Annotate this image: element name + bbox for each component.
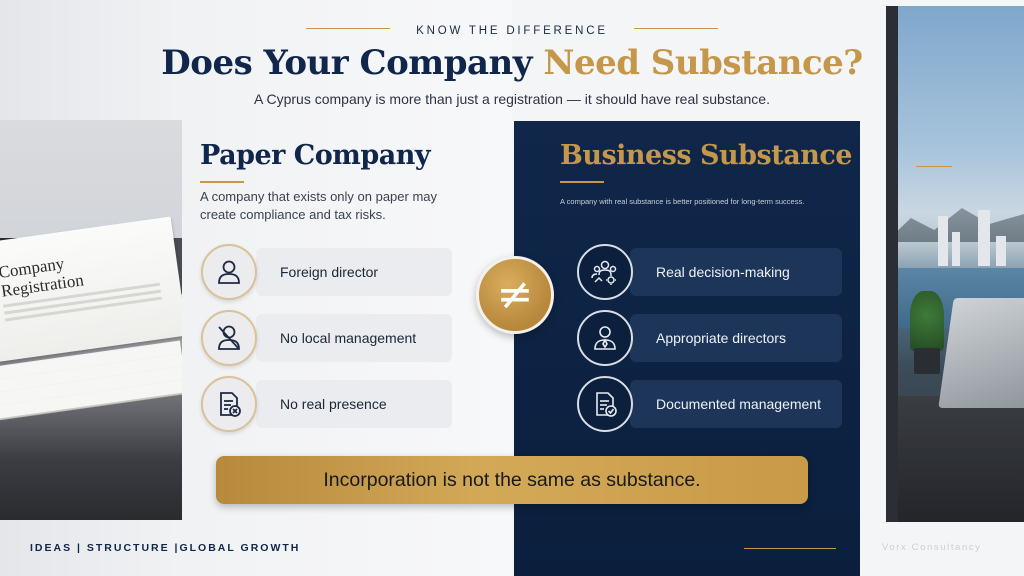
right-item-documented-management: Documented management: [630, 380, 842, 428]
left-item-no-local-management: No local management: [256, 314, 452, 362]
plant: [910, 291, 944, 351]
business-substance-description: A company with real substance is better …: [560, 197, 805, 206]
eyebrow-line-left: [306, 28, 390, 29]
page-title: Does Your Company Need Substance?: [0, 43, 1024, 83]
title-part-navy: Does Your Company: [161, 43, 544, 83]
right-item-label: Real decision-making: [656, 264, 790, 280]
office-desk: [886, 396, 1024, 522]
laptop: [938, 298, 1024, 408]
document-x-icon: [201, 376, 257, 432]
right-item-real-decision-making: Real decision-making: [630, 248, 842, 296]
left-item-label: No real presence: [280, 396, 387, 412]
paper-stack: Company Registration: [0, 216, 182, 423]
page-subtitle: A Cyprus company is more than just a reg…: [254, 91, 770, 107]
registration-document: Company Registration: [0, 216, 182, 364]
not-equal-badge: ≠: [476, 256, 554, 334]
business-substance-title: Business Substance: [560, 140, 852, 171]
window-frame: [886, 6, 898, 522]
director-icon: [577, 310, 633, 366]
documents-photo: Company Registration: [0, 120, 182, 520]
team-gear-icon: [577, 244, 633, 300]
footer-tagline: IDEAS | STRUCTURE |GLOBAL GROWTH: [30, 542, 301, 554]
building: [938, 216, 948, 266]
right-item-appropriate-directors: Appropriate directors: [630, 314, 842, 362]
office-window-photo: [886, 6, 1024, 522]
right-item-label: Appropriate directors: [656, 330, 786, 346]
person-icon: [201, 244, 257, 300]
building: [978, 210, 990, 266]
eyebrow-text: KNOW THE DIFFERENCE: [416, 25, 608, 37]
footer-line: [744, 548, 836, 549]
left-item-foreign-director: Foreign director: [256, 248, 452, 296]
business-substance-rule: [560, 181, 604, 183]
plant-pot: [914, 348, 940, 374]
left-item-label: No local management: [280, 330, 417, 346]
right-item-label: Documented management: [656, 396, 821, 412]
building: [952, 232, 960, 266]
document-check-icon: [577, 376, 633, 432]
key-message-banner: Incorporation is not the same as substan…: [216, 456, 808, 504]
eyebrow-line-right: [634, 28, 718, 29]
left-item-no-real-presence: No real presence: [256, 380, 452, 428]
paper-company-title: Paper Company: [200, 140, 431, 171]
paper-company-description: A company that exists only on paper may …: [200, 189, 438, 222]
paper-company-rule: [200, 181, 244, 183]
building: [996, 236, 1006, 266]
accent-line: [916, 166, 952, 167]
title-part-gold: Need Substance?: [543, 43, 863, 83]
left-item-label: Foreign director: [280, 264, 379, 280]
brand-name: Vorx Consultancy: [882, 542, 982, 553]
person-crossed-icon: [201, 310, 257, 366]
